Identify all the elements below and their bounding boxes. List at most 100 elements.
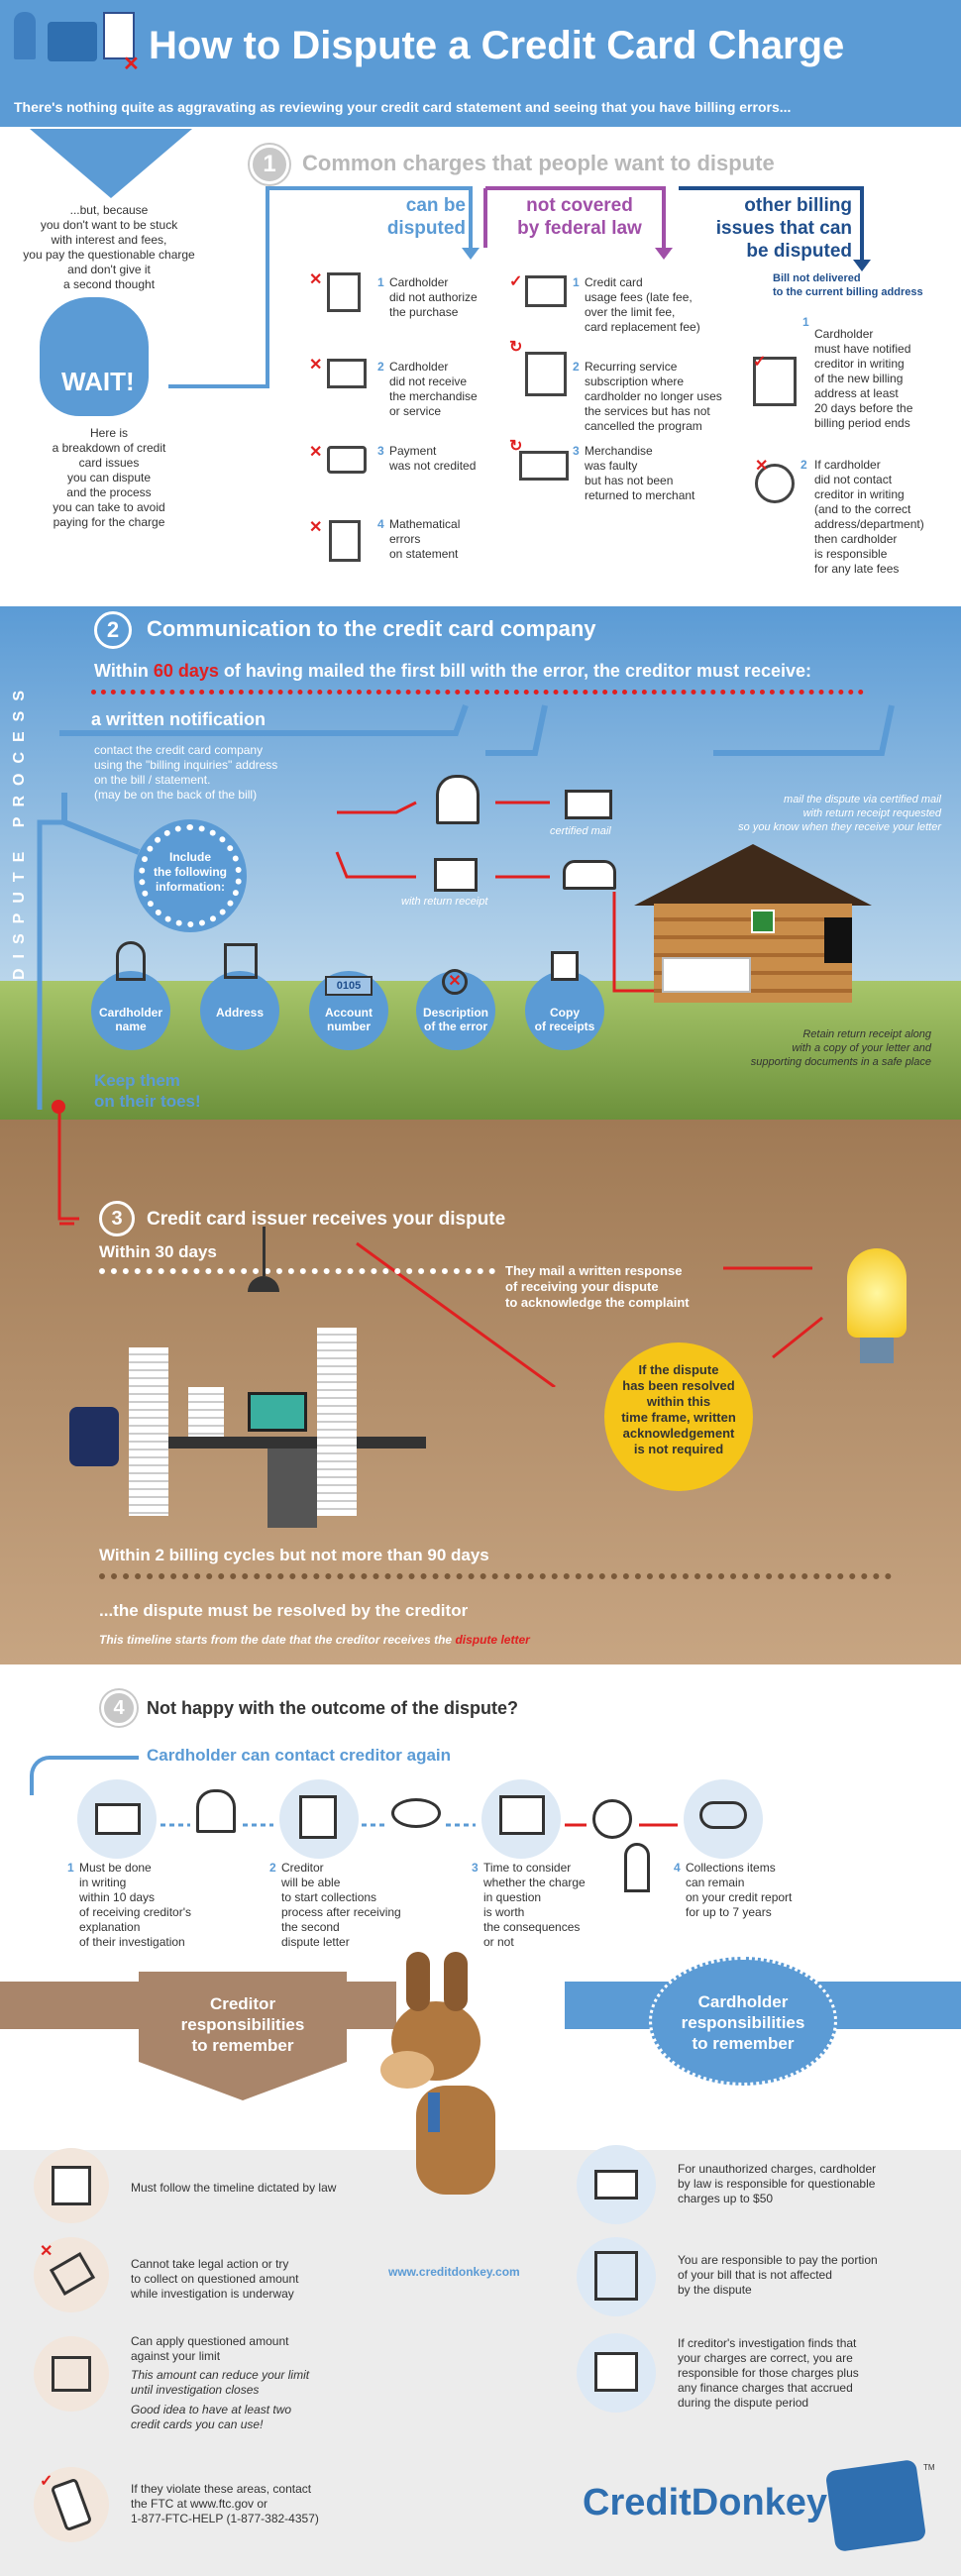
- dispute-letter-text: dispute letter: [455, 1633, 530, 1647]
- col2-item-1: Credit card usage fees (late fee, over t…: [585, 275, 700, 334]
- x-mark-icon: ✕: [40, 2243, 53, 2260]
- timeline-text: This timeline starts from the date that …: [99, 1633, 456, 1647]
- flow-lines-s2: [37, 703, 895, 1387]
- computer-monitor: [248, 1392, 307, 1432]
- step-circle-4: [684, 1779, 763, 1859]
- trademark: TM: [923, 2463, 935, 2472]
- person-icon: [525, 352, 567, 396]
- include-label: Include the following information:: [154, 850, 227, 894]
- item-number: 1: [573, 275, 580, 289]
- step-text-2: Creditor will be able to start collectio…: [281, 1861, 401, 1949]
- col1-item-2: Cardholder did not receive the merchandi…: [389, 360, 478, 418]
- mail-note: mail the dispute via certified mail with…: [738, 794, 941, 833]
- step-arrows: [160, 1823, 678, 1827]
- with-receipt-label: with return receipt: [401, 896, 488, 908]
- website-url[interactable]: www.creditdonkey.com: [388, 2265, 520, 2279]
- resolved-note: If the dispute has been resolved within …: [621, 1362, 736, 1456]
- within-2-cycles: Within 2 billing cycles but not more tha…: [99, 1546, 489, 1564]
- money-icon: [327, 446, 367, 474]
- brown-dots: [99, 1573, 892, 1579]
- retain-note: Retain return receipt along with a copy …: [750, 1028, 931, 1068]
- check-icon: ✓: [40, 2473, 53, 2490]
- intro-top-text: ...but, because you don't want to be stu…: [23, 203, 195, 291]
- creditor-item-3: Can apply questioned amount against your…: [131, 2334, 289, 2363]
- mailbox-post-icon: [563, 860, 616, 890]
- mailbox-icon: [196, 1789, 236, 1833]
- creditor-item-1: Must follow the timeline dictated by law: [131, 2181, 337, 2195]
- light-bulb-icon: [847, 1248, 907, 1338]
- white-dots: [99, 1268, 495, 1274]
- written-notification-label: a written notification: [91, 709, 267, 729]
- col2-head: not covered by federal law: [517, 195, 642, 239]
- bulb-base: [860, 1338, 894, 1363]
- within-text: of having mailed the first bill with the…: [218, 661, 812, 681]
- cardholder-item-3: If creditor's investigation finds that y…: [678, 2336, 859, 2410]
- section-3-title: Credit card issuer receives your dispute: [147, 1209, 506, 1230]
- item-number: 1: [802, 315, 809, 329]
- account-number-display: 0105: [325, 976, 373, 996]
- receipts-circle: [525, 971, 604, 1050]
- donkey-ear: [406, 1952, 430, 2011]
- red-dots: [91, 690, 864, 695]
- envelope-icon: [327, 359, 367, 388]
- mailbox-icon: [436, 775, 480, 824]
- step-number: 2: [106, 617, 120, 642]
- brand-logo-text: CreditDonkey: [583, 2482, 828, 2523]
- donkey-ear: [444, 1952, 468, 2011]
- house-icon: [224, 943, 258, 979]
- item-number: 1: [377, 275, 384, 289]
- col1-head: can be disputed: [386, 195, 466, 239]
- section-1-title: Common charges that people want to dispu…: [302, 151, 775, 175]
- contact-loop: [30, 1756, 139, 1795]
- col2-item-3: Merchandise was faulty but has not been …: [585, 444, 695, 502]
- receipts-label: Copy of receipts: [534, 1006, 595, 1033]
- cards-circle: [34, 2336, 109, 2412]
- envelope-icon: [565, 790, 612, 819]
- address-circle: [200, 971, 279, 1050]
- wait-label: WAIT!: [61, 367, 135, 396]
- col1-item-3: Payment was not credited: [389, 444, 477, 473]
- col2-item-2: Recurring service subscription where car…: [585, 360, 722, 433]
- dispute-process-label: DISPUTE PROCESS: [11, 680, 28, 980]
- person-bill-icon: [594, 2251, 638, 2301]
- person-icon: [624, 1843, 650, 1892]
- desk: [168, 1437, 426, 1449]
- section-1-connectors: [168, 186, 871, 388]
- lamp-shade: [248, 1276, 279, 1292]
- step-text-1: Must be done in writing within 10 days o…: [79, 1861, 192, 1949]
- intro-arrow: [30, 129, 192, 198]
- col1-item-1: Cardholder did not authorize the purchas…: [389, 275, 478, 319]
- timeline-note: This timeline starts from the date that …: [99, 1633, 530, 1647]
- receipt-icon: [551, 951, 579, 981]
- address-label: Address: [215, 1006, 265, 1020]
- resolved-circle: [604, 1342, 753, 1491]
- people-icon: [14, 12, 36, 59]
- item-number: 4: [377, 517, 384, 531]
- x-mark-icon: ✕: [309, 444, 323, 461]
- x-mark-icon: ✕: [309, 357, 323, 374]
- person-icon: [116, 941, 146, 981]
- stack-cash-icon: [594, 2352, 638, 2392]
- cards-icon: [52, 2356, 91, 2392]
- contact-again: Cardholder can contact creditor again: [147, 1746, 452, 1765]
- check-icon: ✓: [509, 273, 523, 290]
- document-icon: [299, 1795, 337, 1839]
- refresh-icon: ↻: [509, 339, 523, 356]
- section-4-title: Not happy with the outcome of the disput…: [147, 1698, 518, 1718]
- step-number: 1: [263, 151, 276, 177]
- storm-cloud-icon: [699, 1801, 747, 1829]
- ftc-note: If they violate these areas, contact the…: [131, 2482, 319, 2525]
- intro-bottom-text: Here is a breakdown of credit card issue…: [52, 426, 166, 529]
- step-number: 4: [113, 1697, 125, 1719]
- description-label: Description of the error: [422, 1006, 488, 1033]
- envelope-icon: [95, 1803, 141, 1835]
- within-60-line: Within 60 days of having mailed the firs…: [94, 661, 811, 682]
- x-mark-icon: ✕: [755, 458, 769, 475]
- cardholder-name-circle: [91, 971, 170, 1050]
- bill-icon: [103, 12, 135, 59]
- thought-bubble-icon: [391, 1798, 441, 1828]
- cardholder-name-label: Cardholder name: [98, 1006, 162, 1033]
- x-mark-icon: ✕: [123, 54, 140, 75]
- house-mailbox: [662, 957, 751, 993]
- contact-instructions: contact the credit card company using th…: [94, 743, 278, 802]
